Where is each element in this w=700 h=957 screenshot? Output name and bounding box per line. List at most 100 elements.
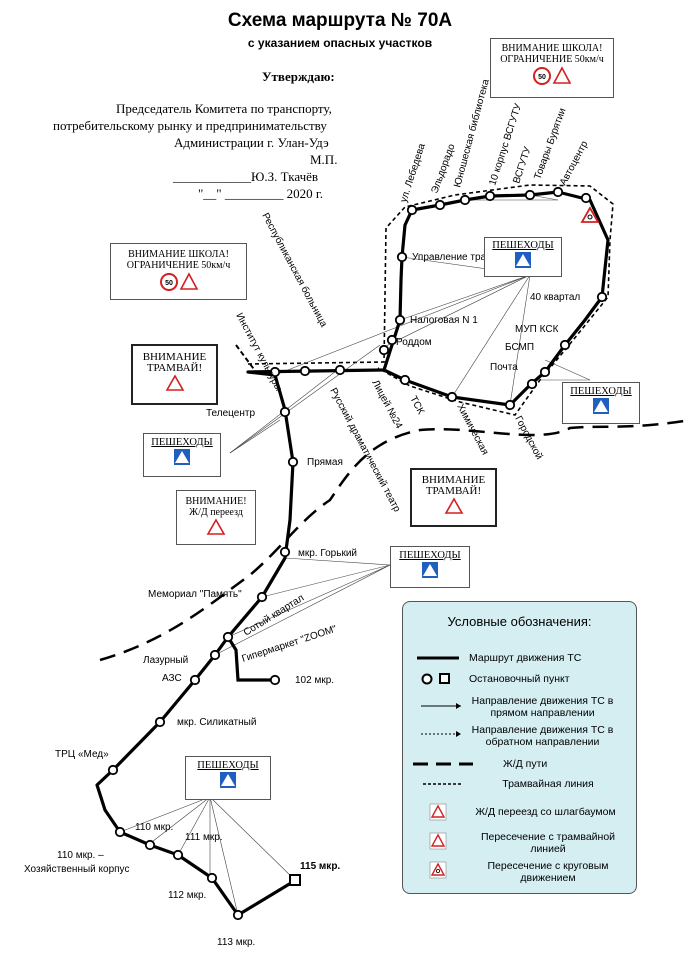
legend-panel: Условные обозначения: Маршрут движения Т… [402, 601, 637, 894]
map-title: Схема маршрута № 70А [227, 10, 453, 31]
stop-label-bsmp: БСМП [505, 342, 534, 353]
stop-marker [299, 365, 311, 377]
stop-label-liceum: Лицей №24 [369, 378, 404, 431]
stop-marker [524, 189, 536, 201]
stop-label-trc: ТРЦ «Мед» [55, 749, 109, 760]
stop-marker [172, 849, 184, 861]
rail-warning: ВНИМАНИЕ! Ж/Д переезд [176, 490, 256, 545]
legend-rail-crossing-icon [429, 803, 447, 821]
approval-line-2: потребительскому рынку и предприниматель… [53, 118, 327, 133]
legend-item-roundabout: Пересечение с круговым движением [487, 860, 609, 884]
stop-label-sotyi: Сотый квартал [242, 593, 307, 639]
pedestrian-box-south: ПЕШЕХОДЫ [185, 756, 271, 800]
stop-marker [406, 204, 418, 216]
railroad-crossing-sign-icon [206, 518, 226, 535]
stop-marker [114, 826, 126, 838]
tram-crossing-sign-icon [444, 497, 463, 514]
stop-marker [386, 334, 398, 346]
legend-stop-symbol [421, 673, 433, 685]
pedestrian-crossing-icon [422, 562, 438, 578]
stop-marker [256, 591, 268, 603]
svg-text:50: 50 [538, 74, 546, 81]
stop-label-111: 111 мкр. [185, 832, 223, 843]
stop-label-resp: Республиканская больница [259, 211, 330, 330]
pedestrian-label: ПЕШЕХОДЫ [197, 760, 259, 771]
stop-label-azs: АЗС [162, 673, 182, 684]
terminal-stop-marker [289, 874, 301, 886]
pedestrian-box-center: ПЕШЕХОДЫ [390, 546, 470, 588]
tram-line [235, 344, 257, 373]
legend-item-tram: Трамвайная линия [502, 778, 594, 790]
approval-line-4: М.П. [310, 152, 338, 167]
stop-label-tovary: Товары Бурятии [532, 107, 568, 181]
stop-marker [526, 378, 538, 390]
stop-marker [399, 374, 411, 386]
school-warning-top: ВНИМАНИЕ ШКОЛА! ОГРАНИЧЕНИЕ 50км/ч 50 [490, 38, 614, 98]
approval-line-1: Председатель Комитета по транспорту, [116, 101, 332, 116]
stop-label-lebedeva: ул. Лебедева [397, 142, 427, 204]
school-warning-line1: ВНИМАНИЕ ШКОЛА! [501, 43, 603, 54]
stop-label-gorodskoy: Городской [512, 414, 544, 461]
svg-text:50: 50 [165, 280, 173, 287]
pedestrian-box-north: ПЕШЕХОДЫ [484, 237, 562, 277]
legend-item-stop: Остановочный пункт [469, 673, 570, 685]
stop-marker [209, 649, 221, 661]
stop-label-telecentr: Телецентр [206, 408, 255, 419]
pedestrian-box-west: ПЕШЕХОДЫ [143, 433, 221, 477]
stop-label-upravlenie: Управление трамвая [412, 252, 509, 263]
stop-label-roddom: Роддом [396, 337, 432, 348]
speed-limit-sign-icon: 50 [159, 272, 198, 291]
legend-item-tram-crossing: Пересечение с трамвайной линией [480, 831, 616, 855]
legend-tram-crossing-icon [429, 832, 447, 850]
stop-marker [580, 192, 592, 204]
stop-label-mupksk: МУП КСК [515, 324, 559, 335]
stop-marker [459, 194, 471, 206]
legend-roundabout-icon [429, 861, 447, 879]
stop-label-nalogovaya: Налоговая N 1 [410, 315, 478, 326]
stop-label-avtocentr: Автоцентр [558, 139, 591, 187]
stop-marker [154, 716, 166, 728]
stop-label-pochta: Почта [490, 362, 518, 373]
stop-marker [434, 199, 446, 211]
tram-warning-line2: ТРАМВАЙ! [425, 485, 482, 497]
pedestrian-crossing-icon [515, 252, 531, 268]
stop-marker [596, 291, 608, 303]
stops-layer [107, 186, 608, 921]
legend-item-route: Маршрут движения ТС [469, 652, 582, 664]
approval-line-3: Администрации г. Улан-Удэ [174, 135, 329, 150]
stop-label-lazurny: Лазурный [143, 655, 188, 666]
stop-marker [559, 339, 571, 351]
legend-item-forward: Направление движения ТС в прямом направл… [471, 695, 614, 719]
pedestrian-label: ПЕШЕХОДЫ [570, 386, 632, 397]
stop-label-yunosh: Юношеская библиотека [451, 77, 492, 188]
pedestrian-label: ПЕШЕХОДЫ [151, 437, 213, 448]
pedestrian-box-east: ПЕШЕХОДЫ [562, 382, 640, 424]
stop-label-memorial: Мемориал "Память" [148, 589, 242, 600]
stop-label-vsgutu: ВСГУТУ [511, 145, 533, 185]
legend-title: Условные обозначения: [447, 614, 592, 629]
stop-marker [378, 344, 390, 356]
route-branch-102 [226, 636, 275, 682]
rail-warning-line1: ВНИМАНИЕ! [185, 496, 247, 507]
railway-line [99, 418, 691, 662]
stop-marker [206, 872, 218, 884]
stop-marker [232, 909, 244, 921]
stop-marker [446, 391, 458, 403]
stop-label-110hoz-2: Хозяйственный корпус [24, 864, 129, 875]
stop-label-110: 110 мкр. [135, 822, 173, 833]
stop-label-silikatny: мкр. Силикатный [177, 717, 256, 728]
approval-heading: Утверждаю: [262, 69, 335, 84]
stop-marker [484, 190, 496, 202]
school-warning-left: ВНИМАНИЕ ШКОЛА! ОГРАНИЧЕНИЕ 50км/ч 50 [110, 243, 247, 300]
roundabout-sign-icon [580, 206, 600, 223]
leader-lines [119, 194, 591, 916]
tram-crossing-sign-icon [165, 374, 184, 391]
legend-terminal-symbol [439, 673, 450, 684]
pedestrian-crossing-icon [174, 449, 190, 465]
stop-label-gorkiy: мкр. Горький [298, 548, 357, 559]
pedestrian-label: ПЕШЕХОДЫ [492, 240, 554, 251]
school-warning-line1: ВНИМАНИЕ ШКОЛА! [128, 249, 229, 260]
stop-marker [222, 631, 234, 643]
stop-label-tsk: ТСК [407, 394, 426, 416]
stop-label-pryamaya: Прямая [307, 457, 343, 468]
